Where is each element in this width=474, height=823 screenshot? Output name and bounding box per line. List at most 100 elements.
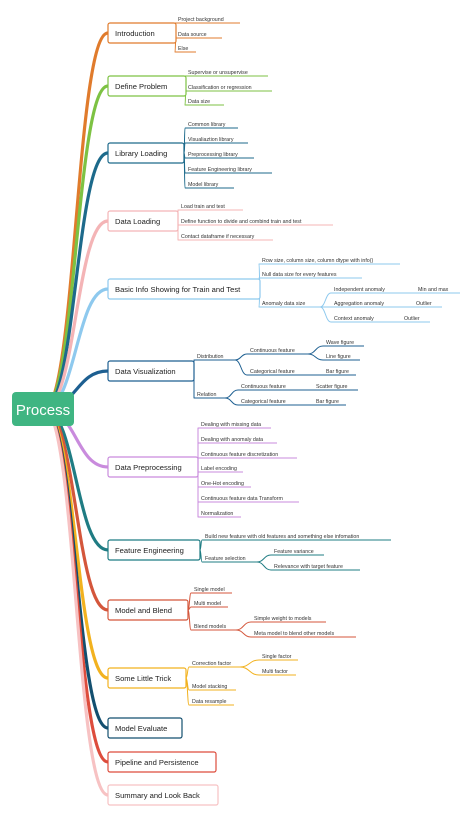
topic-null-data-size-for-every-features[interactable]: Null data size for every features xyxy=(262,272,337,278)
topic-visualiaztion-library[interactable]: Visualiaztion library xyxy=(188,137,234,143)
topic-label-encoding[interactable]: Label encoding xyxy=(201,466,237,472)
root-node-box[interactable] xyxy=(12,392,74,426)
branch-data-visualization[interactable] xyxy=(107,360,195,382)
topic-blend-models[interactable]: Blend models xyxy=(194,624,226,630)
topic-aggregation-anomaly[interactable]: Aggregation anomaly xyxy=(334,301,384,307)
topic-context-anomaly[interactable]: Context anomaly xyxy=(334,316,374,322)
edge-categorical-feature xyxy=(224,397,239,406)
topic-continuous-feature-discretization[interactable]: Continuous feature discretization xyxy=(201,452,278,458)
topic-continuous-feature-data-transform[interactable]: Continuous feature data Transform xyxy=(201,496,283,502)
topic-data-resample[interactable]: Data resample xyxy=(192,699,226,705)
topic-model-stacking[interactable]: Model stacking xyxy=(192,684,227,690)
edge-layer xyxy=(42,22,460,797)
topic-supervise-or-unsupervise[interactable]: Supervise or unsupervise xyxy=(188,70,248,76)
topic-correction-factor[interactable]: Correction factor xyxy=(192,661,231,667)
edge-library-loading xyxy=(42,151,110,411)
branch-define-problem[interactable] xyxy=(107,75,187,97)
topic-categorical-feature[interactable]: Categorical feature xyxy=(241,399,286,405)
branch-label-introduction: Introduction xyxy=(115,29,155,38)
topic-single-model[interactable]: Single model xyxy=(194,587,225,593)
branch-model-evaluate[interactable] xyxy=(107,717,183,739)
branch-feature-engineering[interactable] xyxy=(107,539,201,561)
topic-scatter-figure[interactable]: Scatter figure xyxy=(316,384,348,390)
topic-contact-dataframe-if-necessary[interactable]: Contact dataframe if necessary xyxy=(181,234,255,240)
branch-label-library-loading: Library Loading xyxy=(115,149,167,158)
topic-else[interactable]: Else xyxy=(178,46,188,52)
topic-feature-selection[interactable]: Feature selection xyxy=(205,556,246,562)
branch-model-and-blend[interactable] xyxy=(107,599,189,621)
topic-outlier[interactable]: Outlier xyxy=(416,301,432,307)
branch-some-little-trick[interactable] xyxy=(107,667,187,689)
topic-wave-figure[interactable]: Wave figure xyxy=(326,340,354,346)
topic-bar-figure[interactable]: Bar figure xyxy=(326,369,349,375)
edge-feature-variance xyxy=(256,554,272,563)
topic-bar-figure[interactable]: Bar figure xyxy=(316,399,339,405)
edge-multi-factor xyxy=(239,666,260,676)
topic-data-size[interactable]: Data size xyxy=(188,99,210,105)
topic-anomaly-data-size[interactable]: Anomaly data size xyxy=(262,301,305,307)
topic-meta-model-to-blend-other-models[interactable]: Meta model to blend other models xyxy=(254,631,334,637)
topic-project-background[interactable]: Project background xyxy=(178,17,224,23)
branch-label-data-loading: Data Loading xyxy=(115,217,160,226)
topic-define-function-to-divide-and-combind-train-and-test[interactable]: Define function to divide and combind tr… xyxy=(181,219,302,225)
branch-pipeline-and-persistence[interactable] xyxy=(107,751,217,773)
edge-line-figure xyxy=(307,353,324,361)
topic-multi-model[interactable]: Multi model xyxy=(194,601,221,607)
branch-label-feature-engineering: Feature Engineering xyxy=(115,546,184,555)
topic-dealing-with-anomaly-data[interactable]: Dealing with anomaly data xyxy=(201,437,263,443)
topic-single-factor[interactable]: Single factor xyxy=(262,654,292,660)
topic-simple-weight-to-models[interactable]: Simple weight to models xyxy=(254,616,312,622)
topic-classification-or-regression[interactable]: Classification or regression xyxy=(188,85,252,91)
edge-wave-figure xyxy=(307,345,324,355)
branch-label-summary-and-look-back: Summary and Look Back xyxy=(115,791,200,800)
edge-meta-model-to-blend-other-models xyxy=(235,629,252,638)
edge-simple-weight-to-models xyxy=(235,621,252,631)
branch-summary-and-look-back[interactable] xyxy=(107,784,219,806)
topic-load-train-and-test[interactable]: Load train and test xyxy=(181,204,225,210)
branch-library-loading[interactable] xyxy=(107,142,185,164)
branch-label-data-visualization: Data Visualization xyxy=(115,367,176,376)
edge-continuous-feature xyxy=(234,353,248,361)
topic-continuous-feature[interactable]: Continuous feature xyxy=(250,348,295,354)
edge-context-anomaly xyxy=(319,306,332,323)
topic-data-source[interactable]: Data source xyxy=(178,32,207,38)
topic-relation[interactable]: Relation xyxy=(197,392,216,398)
branch-label-some-little-trick: Some Little Trick xyxy=(115,674,171,683)
topic-normalization[interactable]: Normalization xyxy=(201,511,233,517)
topic-continuous-feature[interactable]: Continuous feature xyxy=(241,384,286,390)
branch-label-pipeline-and-persistence: Pipeline and Persistence xyxy=(115,758,199,767)
edge-single-factor xyxy=(239,659,260,668)
branch-label-data-preprocessing: Data Preprocessing xyxy=(115,463,182,472)
topic-line-figure[interactable]: Line figure xyxy=(326,354,351,360)
root-node-label: Process xyxy=(16,402,70,419)
topic-relevance-with-target-feature[interactable]: Relevance with target feature xyxy=(274,564,343,570)
edge-define-problem xyxy=(42,84,110,411)
topic-dealing-with-missing-data[interactable]: Dealing with missing data xyxy=(201,422,261,428)
topic-one-hot-encoding[interactable]: One-Hot encoding xyxy=(201,481,244,487)
edge-categorical-feature xyxy=(234,359,248,376)
branch-label-define-problem: Define Problem xyxy=(115,82,167,91)
branch-label-model-evaluate: Model Evaluate xyxy=(115,724,167,733)
topic-feature-engineering-library[interactable]: Feature Engineering library xyxy=(188,167,252,173)
topic-build-new-feature-with-old-features-and-something-else-infomation[interactable]: Build new feature with old features and … xyxy=(205,534,359,540)
topic-preprocessing-library[interactable]: Preprocessing library xyxy=(188,152,238,158)
edge-summary-and-look-back xyxy=(42,407,110,797)
topic-multi-factor[interactable]: Multi factor xyxy=(262,669,288,675)
topic-outlier[interactable]: Outlier xyxy=(404,316,420,322)
branch-basic-info[interactable] xyxy=(107,278,261,300)
topic-distribution[interactable]: Distribution xyxy=(197,354,224,360)
edge-feature-engineering xyxy=(42,407,110,552)
branch-introduction[interactable] xyxy=(107,22,177,44)
topic-model-library[interactable]: Model library xyxy=(188,182,219,188)
branch-data-preprocessing[interactable] xyxy=(107,456,199,478)
edge-independent-anomaly xyxy=(319,292,332,308)
topic-min-and-max[interactable]: Min and max xyxy=(418,287,449,293)
topic-independent-anomaly[interactable]: Independent anomaly xyxy=(334,287,385,293)
branch-label-basic-info: Basic Info Showing for Train and Test xyxy=(115,285,241,294)
branch-data-loading[interactable] xyxy=(107,210,179,232)
edge-continuous-feature xyxy=(224,389,239,399)
topic-feature-variance[interactable]: Feature variance xyxy=(274,549,314,555)
topic-common-library[interactable]: Common library xyxy=(188,122,226,128)
topic-categorical-feature[interactable]: Categorical feature xyxy=(250,369,295,375)
topic-row-size-column-size-column-dtype-with-info[interactable]: Row size, column size, column dtype with… xyxy=(262,258,374,264)
